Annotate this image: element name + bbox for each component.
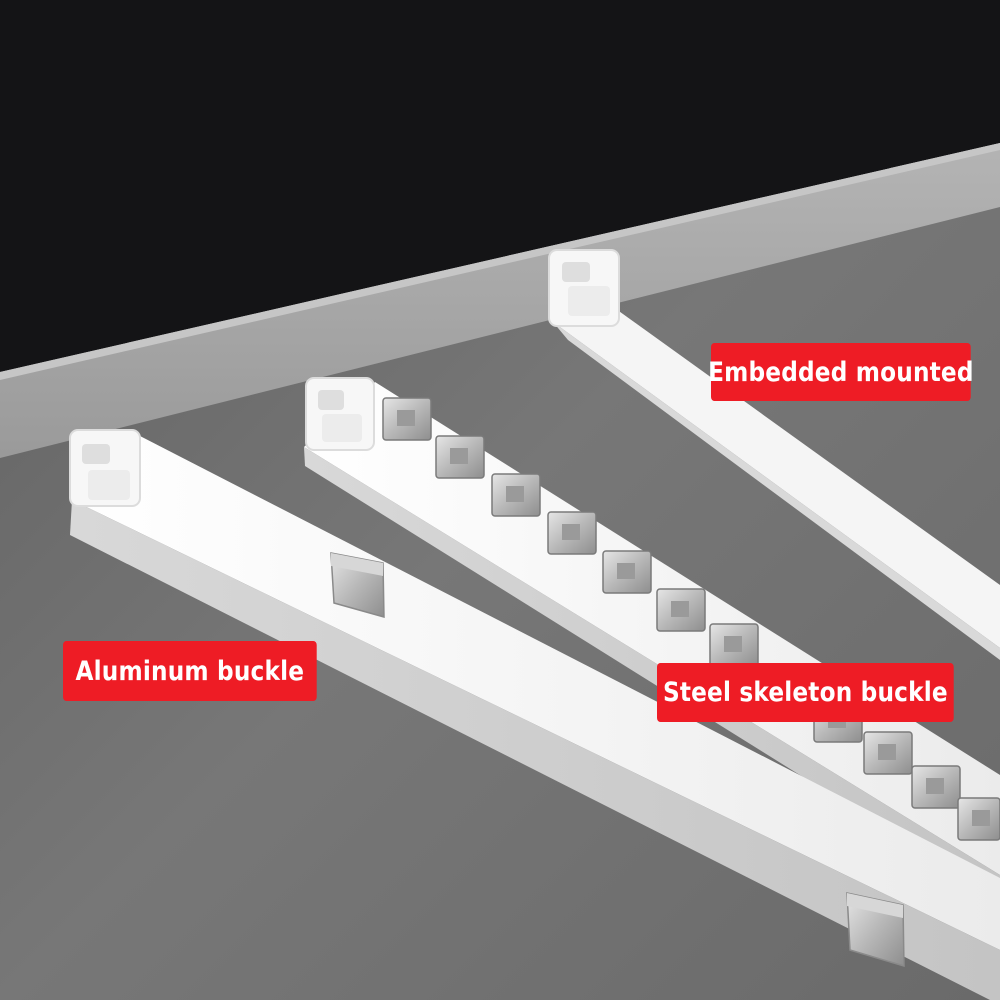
steel-skeleton-led-strip	[304, 377, 1000, 900]
aluminum-end-cap	[69, 429, 141, 507]
aluminum-buckle-label: Aluminum buckle	[63, 641, 317, 701]
aluminum-buckle-clip	[330, 552, 385, 618]
ceiling-board-edge	[0, 143, 1000, 380]
embedded-end-cap	[548, 249, 620, 327]
embedded-led-strip	[548, 249, 1000, 660]
steel-skeleton-buckle-label: Steel skeleton buckle	[657, 663, 954, 722]
embedded-mounted-label: Embedded mounted	[708, 343, 973, 401]
aluminum-buckle-clip	[846, 892, 905, 968]
ceiling-board	[0, 143, 1000, 458]
steel-skeleton-end-cap	[305, 377, 375, 451]
ceiling-void	[0, 0, 1000, 372]
aluminum-buckle-led-strip	[69, 429, 1000, 1000]
